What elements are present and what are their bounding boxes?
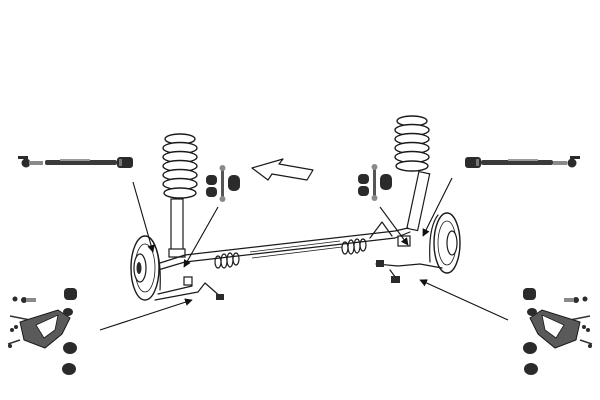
tie-rod-left — [18, 156, 133, 168]
wheel-hub-right — [429, 212, 461, 274]
leader-arrow-arm-left — [99, 298, 193, 331]
leader-arrow-stabilizer-right — [379, 206, 409, 246]
forward-arrow-icon — [251, 158, 314, 181]
rack-gaiter-left — [214, 252, 240, 269]
leader-arrow-tie-rod-right — [422, 177, 453, 237]
leader-arrow-stabilizer-left — [183, 206, 219, 268]
coil-spring-strut-left — [162, 133, 198, 258]
leader-arrows — [99, 177, 509, 331]
lower-arm-installed-left — [154, 276, 224, 301]
stabilizer-link-bushings-left — [206, 165, 240, 202]
wheel-hub-left — [130, 235, 161, 301]
stabilizer-link-bushings-right — [358, 164, 392, 201]
tie-rod-right — [465, 156, 580, 168]
rack-gaiter-right — [341, 238, 367, 255]
coil-spring-strut-right — [394, 115, 431, 232]
control-arm-kit-left — [7, 288, 77, 375]
control-arm-kit-right — [523, 288, 593, 375]
steering-rack — [157, 221, 411, 271]
leader-arrow-arm-right — [419, 279, 509, 321]
leader-arrow-tie-rod-left — [132, 181, 155, 253]
lower-arm-installed-right — [375, 260, 443, 283]
